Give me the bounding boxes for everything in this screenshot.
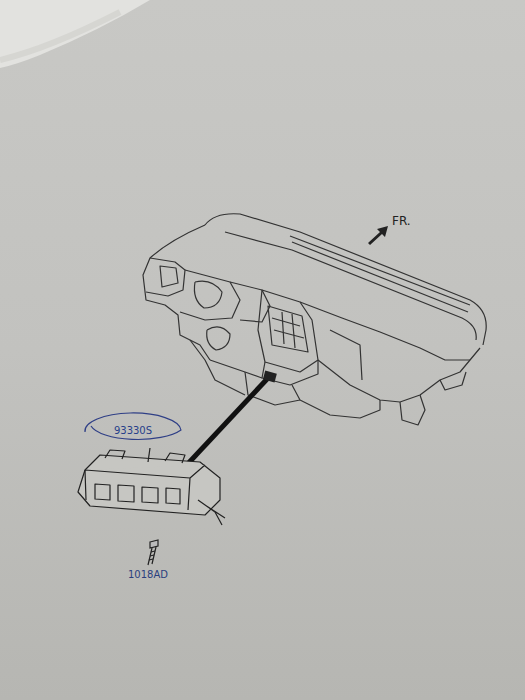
front-label: FR. [392, 214, 411, 228]
part-number: 93330S [114, 425, 152, 436]
dashboard-drawing [143, 214, 486, 425]
paper-corner [0, 0, 150, 68]
bolt-drawing [148, 540, 158, 565]
circled-part: 93330S [83, 410, 183, 450]
module-drawing [78, 448, 225, 525]
front-arrow [368, 226, 388, 245]
leader-line [182, 378, 268, 470]
callout-number: 1018AD [128, 569, 168, 580]
